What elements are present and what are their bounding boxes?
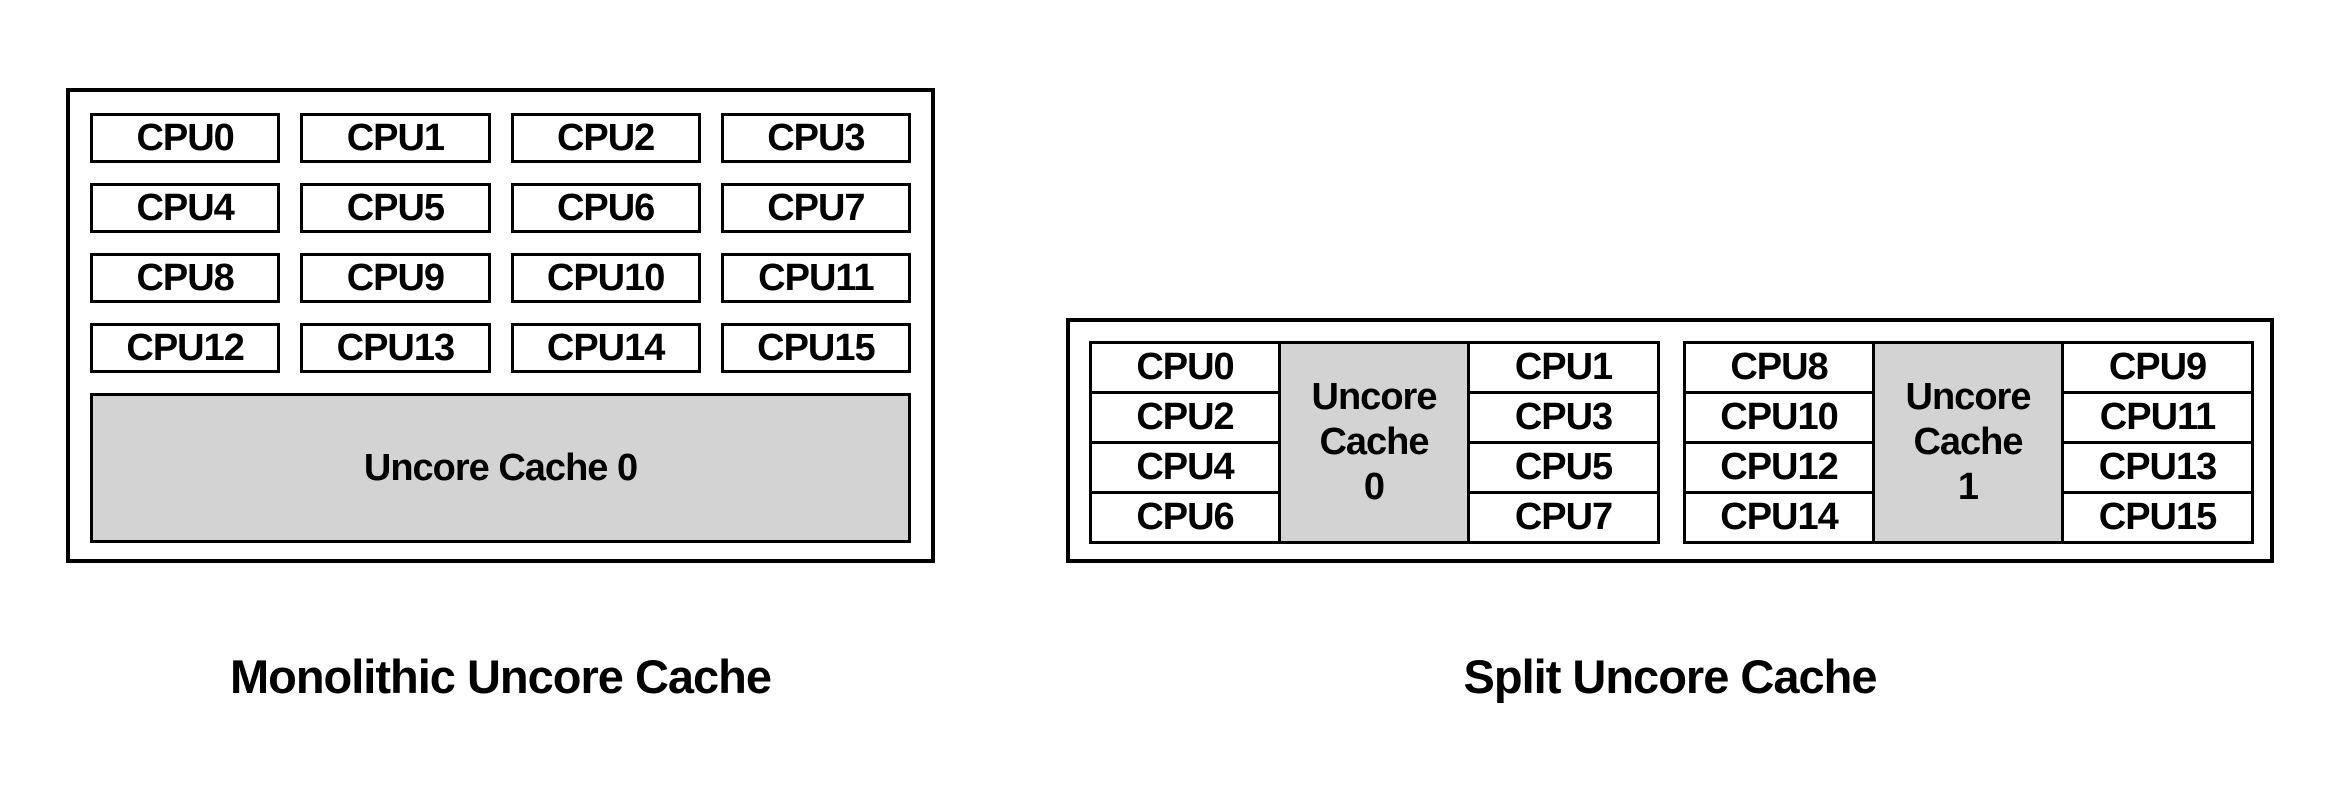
cpu-row: CPU12 CPU13 CPU14 CPU15 bbox=[90, 323, 911, 373]
cpu-cell: CPU1 bbox=[1470, 344, 1660, 394]
cpu-row: CPU4 CPU5 CPU6 CPU7 bbox=[90, 183, 911, 233]
monolithic-diagram: CPU0 CPU1 CPU2 CPU3 CPU4 CPU5 CPU6 CPU7 … bbox=[66, 88, 935, 563]
cpu-box: CPU4 bbox=[90, 183, 281, 233]
cpu-box: CPU14 bbox=[510, 323, 701, 373]
cpu-box: CPU0 bbox=[90, 113, 281, 163]
cpu-box: CPU12 bbox=[90, 323, 281, 373]
cpu-box: CPU7 bbox=[720, 183, 911, 233]
uncore-cache-label-line: Uncore bbox=[1905, 376, 2032, 418]
uncore-cache-label-line: Cache bbox=[1913, 421, 2023, 463]
cpu-cell: CPU12 bbox=[1686, 444, 1875, 494]
cache-cluster-1: CPU8 CPU10 CPU12 CPU14 Uncore Cache 1 CP… bbox=[1683, 341, 2254, 544]
cpu-cell: CPU9 bbox=[2064, 344, 2254, 394]
cpu-cell: CPU0 bbox=[1092, 344, 1281, 394]
cpu-box: CPU2 bbox=[510, 113, 701, 163]
monolithic-caption: Monolithic Uncore Cache bbox=[229, 650, 772, 703]
cpu-cell: CPU7 bbox=[1470, 494, 1660, 544]
uncore-cache-0-label: Uncore Cache 0 bbox=[363, 446, 638, 489]
cpu-cell: CPU5 bbox=[1470, 444, 1660, 494]
uncore-cache-label-line: 1 bbox=[1957, 466, 1979, 508]
cpu-box: CPU11 bbox=[720, 253, 911, 303]
cpu-cell: CPU2 bbox=[1092, 394, 1281, 444]
cache-cluster-0: CPU0 CPU2 CPU4 CPU6 Uncore Cache 0 CPU1 … bbox=[1089, 341, 1660, 544]
cpu-box: CPU8 bbox=[90, 253, 281, 303]
cpu-row: CPU0 CPU1 CPU2 CPU3 bbox=[90, 113, 911, 163]
cpu-box: CPU13 bbox=[300, 323, 491, 373]
uncore-cache-label-line: Cache bbox=[1319, 421, 1429, 463]
cpu-cell: CPU4 bbox=[1092, 444, 1281, 494]
cpu-box: CPU3 bbox=[720, 113, 911, 163]
uncore-cache-label-line: 0 bbox=[1363, 466, 1385, 508]
uncore-cache-label-line: Uncore bbox=[1311, 376, 1438, 418]
split-caption: Split Uncore Cache bbox=[1463, 650, 1878, 703]
cpu-cell: CPU14 bbox=[1686, 494, 1875, 544]
uncore-cache-0-block: Uncore Cache 0 bbox=[1281, 344, 1470, 544]
uncore-cache-1-block: Uncore Cache 1 bbox=[1875, 344, 2064, 544]
cpu-cell: CPU10 bbox=[1686, 394, 1875, 444]
cpu-box: CPU15 bbox=[720, 323, 911, 373]
cpu-cell: CPU8 bbox=[1686, 344, 1875, 394]
cpu-cell: CPU15 bbox=[2064, 494, 2254, 544]
cpu-cell: CPU3 bbox=[1470, 394, 1660, 444]
cpu-box: CPU5 bbox=[300, 183, 491, 233]
cpu-cell: CPU11 bbox=[2064, 394, 2254, 444]
cpu-cell: CPU6 bbox=[1092, 494, 1281, 544]
cpu-box: CPU9 bbox=[300, 253, 491, 303]
uncore-cache-0-block: Uncore Cache 0 bbox=[90, 393, 911, 543]
cpu-cell: CPU13 bbox=[2064, 444, 2254, 494]
cpu-box: CPU10 bbox=[510, 253, 701, 303]
cpu-row: CPU8 CPU9 CPU10 CPU11 bbox=[90, 253, 911, 303]
split-diagram: CPU0 CPU2 CPU4 CPU6 Uncore Cache 0 CPU1 … bbox=[1066, 318, 2274, 563]
cpu-box: CPU1 bbox=[300, 113, 491, 163]
cpu-box: CPU6 bbox=[510, 183, 701, 233]
